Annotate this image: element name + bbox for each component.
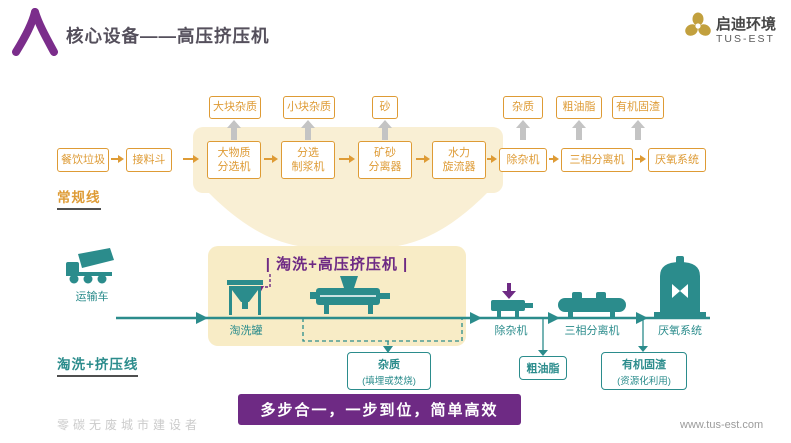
output-label-large-impurity: 大块杂质 (209, 96, 261, 119)
output-box-title: 粗油脂 (526, 363, 560, 375)
wash-press-line-label: 淘洗+挤压线 (57, 353, 139, 377)
truck-label: 运输车 (75, 291, 109, 303)
up-arrow-icon (378, 120, 392, 140)
page-title: 核心设备——高压挤压机 (66, 26, 270, 46)
brand-flower-icon (685, 12, 711, 36)
flow-node-food-waste: 餐饮垃圾 (57, 148, 109, 172)
flow-arrow-icon (183, 154, 199, 164)
flow-arrow-icon (635, 154, 646, 164)
three-phase-separator-icon (558, 292, 626, 318)
output-label-impurity: 杂质 (503, 96, 543, 119)
footer-url: www.tus-est.com (680, 419, 764, 431)
conventional-line-label: 常规线 (57, 186, 101, 210)
three-phase-separator-label: 三相分离机 (564, 325, 620, 337)
output-box-organic-residue: 有机固渣 (资源化利用) (601, 352, 687, 390)
anaerobic-tank-icon (654, 256, 706, 317)
flow-node-anaerobic-system: 厌氧系统 (648, 148, 706, 172)
flow-node-sand-separator: 矿砂 分离器 (358, 141, 412, 179)
flow-arrow-icon (111, 154, 124, 164)
flow-arrow-icon (339, 154, 355, 164)
up-arrow-icon (301, 120, 315, 140)
flow-node-impurity-remover: 除杂机 (499, 148, 547, 172)
output-label-sand: 砂 (372, 96, 398, 119)
truck-icon (66, 248, 114, 284)
highlight-title: | 淘洗+高压挤压机 | (265, 256, 409, 273)
washing-tank-icon (227, 280, 263, 315)
output-label-small-impurity: 小块杂质 (283, 96, 335, 119)
output-box-impurity: 杂质 (填埋或焚烧) (347, 352, 431, 390)
up-arrow-icon (516, 120, 530, 140)
flow-node-pulper: 分选 制浆机 (281, 141, 335, 179)
output-box-note: (填埋或焚烧) (362, 375, 416, 387)
brand-name: 启迪环境 (716, 16, 777, 33)
impurity-remover-icon (491, 300, 533, 317)
slogan-banner: 多步合一，一步到位，简单高效 (238, 394, 521, 425)
flow-arrow-icon (549, 154, 559, 164)
impurity-remover-label: 除杂机 (494, 325, 528, 337)
output-box-crude-grease: 粗油脂 (519, 356, 567, 380)
flow-node-sorter: 大物质 分选机 (207, 141, 261, 179)
output-box-note: (资源化利用) (617, 375, 671, 387)
company-logo-icon (12, 8, 58, 56)
press-machine-icon (310, 276, 390, 314)
output-label-organic-residue: 有机固渣 (612, 96, 664, 119)
washing-tank-label: 淘洗罐 (229, 325, 263, 337)
up-arrow-icon (631, 120, 645, 140)
flow-node-hydrocyclone: 水力 旋流器 (432, 141, 486, 179)
footer-tagline: 零碳无废城市建设者 (57, 418, 202, 432)
up-arrow-icon (227, 120, 241, 140)
flow-arrow-icon (416, 154, 430, 164)
flow-arrow-icon (264, 154, 278, 164)
flow-node-hopper: 接料斗 (126, 148, 172, 172)
output-label-crude-grease: 粗油脂 (556, 96, 602, 119)
brand-subname: TUS-EST (716, 33, 775, 45)
flow-node-three-phase-separator: 三相分离机 (561, 148, 633, 172)
output-box-title: 有机固渣 (622, 358, 666, 371)
flow-arrow-icon (487, 154, 497, 164)
anaerobic-system-label: 厌氧系统 (658, 325, 702, 337)
output-box-title: 杂质 (378, 358, 400, 371)
up-arrow-icon (572, 120, 586, 140)
